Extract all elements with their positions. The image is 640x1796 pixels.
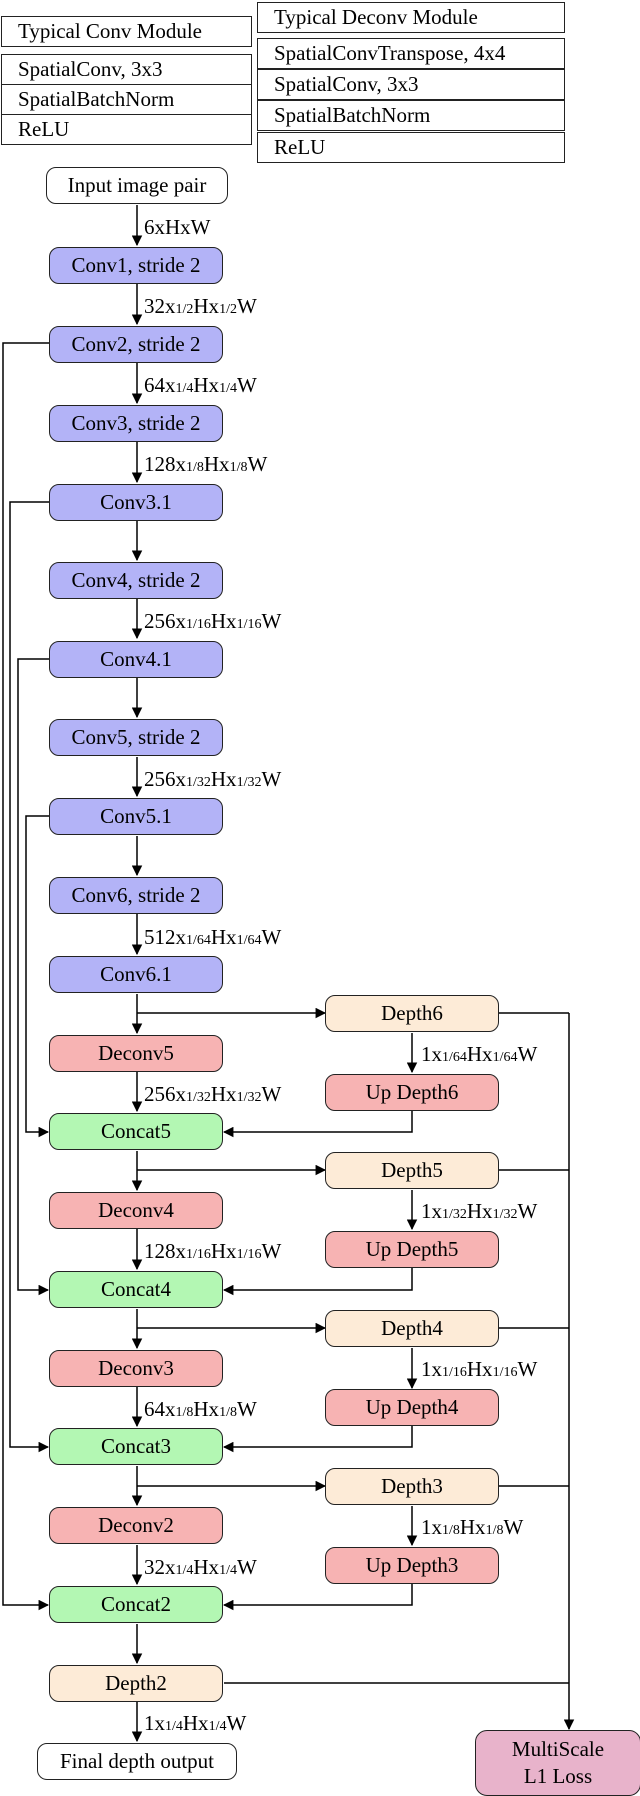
depth3-node: Depth3 xyxy=(325,1468,499,1505)
multiscale-loss-node: MultiScale L1 Loss xyxy=(475,1730,640,1796)
dim-label-deconv5: 256x1/32Hx1/32W xyxy=(144,1082,282,1106)
depth2-node: Depth2 xyxy=(49,1665,223,1702)
concat5-node: Concat5 xyxy=(49,1113,223,1150)
concat3-node: Concat3 xyxy=(49,1428,223,1465)
final-output-node: Final depth output xyxy=(37,1743,237,1780)
updepth5-node: Up Depth5 xyxy=(325,1231,499,1268)
conv5-node: Conv5, stride 2 xyxy=(49,719,223,756)
depth5-node: Depth5 xyxy=(325,1152,499,1189)
legend-conv-item: SpatialConv, 3x3 xyxy=(1,54,252,85)
conv3-node: Conv3, stride 2 xyxy=(49,405,223,442)
dim-label-input: 6xHxW xyxy=(144,215,211,239)
dim-label-conv4: 256x1/16Hx1/16W xyxy=(144,609,282,633)
updepth6-node: Up Depth6 xyxy=(325,1074,499,1111)
dim-label-conv3: 128x1/8Hx1/8W xyxy=(144,452,268,476)
conv1-node: Conv1, stride 2 xyxy=(49,247,223,284)
dim-label-conv2: 64x1/4Hx1/4W xyxy=(144,373,257,397)
concat4-node: Concat4 xyxy=(49,1271,223,1308)
deconv5-node: Deconv5 xyxy=(49,1035,223,1072)
depth4-node: Depth4 xyxy=(325,1310,499,1347)
dim-label-deconv3: 64x1/8Hx1/8W xyxy=(144,1397,257,1421)
conv2-node: Conv2, stride 2 xyxy=(49,326,223,363)
depth6-node: Depth6 xyxy=(325,995,499,1032)
dim-label-deconv2: 32x1/4Hx1/4W xyxy=(144,1555,257,1579)
conv6-1-node: Conv6.1 xyxy=(49,956,223,993)
dim-label-conv5: 256x1/32Hx1/32W xyxy=(144,767,282,791)
deconv3-node: Deconv3 xyxy=(49,1350,223,1387)
concat2-node: Concat2 xyxy=(49,1586,223,1623)
legend-conv-item: SpatialBatchNorm xyxy=(1,84,252,115)
deconv4-node: Deconv4 xyxy=(49,1192,223,1229)
updepth3-node: Up Depth3 xyxy=(325,1547,499,1584)
legend-deconv-item: SpatialConvTranspose, 4x4 xyxy=(257,38,565,69)
loss-label-line2: L1 Loss xyxy=(523,1764,593,1788)
legend-deconv-item: SpatialBatchNorm xyxy=(257,100,565,131)
dim-label-conv6: 512x1/64Hx1/64W xyxy=(144,925,282,949)
updepth4-node: Up Depth4 xyxy=(325,1389,499,1426)
deconv2-node: Deconv2 xyxy=(49,1507,223,1544)
legend-conv-title: Typical Conv Module xyxy=(1,16,252,47)
conv4-1-node: Conv4.1 xyxy=(49,641,223,678)
dim-label-depth6: 1x1/64Hx1/64W xyxy=(421,1042,538,1066)
input-node: Input image pair xyxy=(46,167,228,204)
conv4-node: Conv4, stride 2 xyxy=(49,562,223,599)
dim-label-depth4: 1x1/16Hx1/16W xyxy=(421,1357,538,1381)
conv6-node: Conv6, stride 2 xyxy=(49,877,223,914)
dim-label-deconv4: 128x1/16Hx1/16W xyxy=(144,1239,282,1263)
dim-label-depth3: 1x1/8Hx1/8W xyxy=(421,1515,524,1539)
legend-deconv-title: Typical Deconv Module xyxy=(257,2,565,33)
dim-label-depth5: 1x1/32Hx1/32W xyxy=(421,1199,538,1223)
dim-label-conv1: 32x1/2Hx1/2W xyxy=(144,294,257,318)
conv3-1-node: Conv3.1 xyxy=(49,484,223,521)
legend-deconv-item: SpatialConv, 3x3 xyxy=(257,69,565,100)
conv5-1-node: Conv5.1 xyxy=(49,798,223,835)
legend-deconv-item: ReLU xyxy=(257,132,565,163)
legend-conv-item: ReLU xyxy=(1,114,252,145)
dim-label-depth2: 1x1/4Hx1/4W xyxy=(144,1711,247,1735)
loss-label-line1: MultiScale xyxy=(511,1737,605,1761)
